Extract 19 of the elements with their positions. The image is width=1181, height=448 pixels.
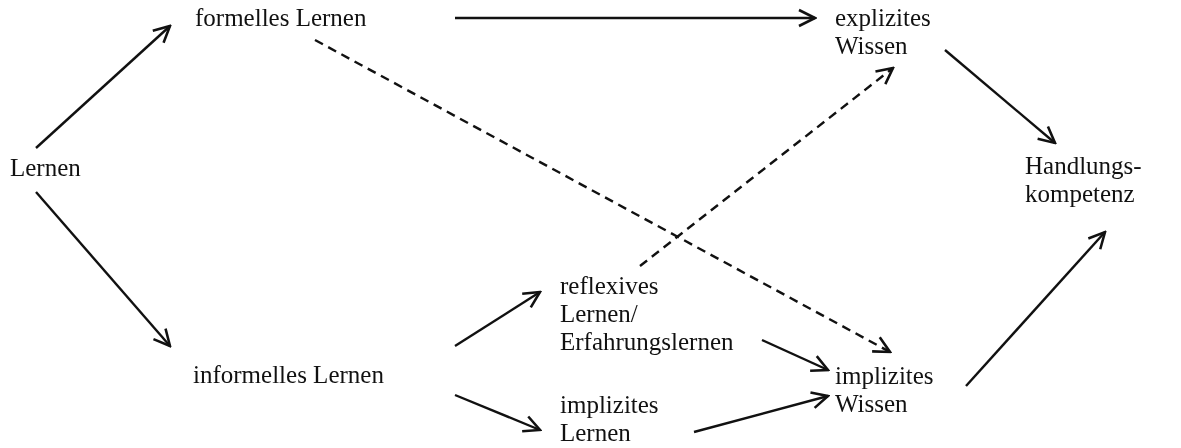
node-label: implizites Wissen (835, 362, 934, 418)
arrow (454, 393, 542, 433)
node-label: explizites Wissen (835, 4, 931, 60)
node-label: Lernen (10, 154, 81, 182)
arrow (454, 290, 542, 347)
arrow (455, 8, 817, 28)
node-label: implizites Lernen (560, 391, 659, 447)
dashed-arrow (639, 66, 895, 267)
arrow (944, 49, 1057, 145)
arrow (35, 24, 172, 149)
arrow (693, 391, 830, 434)
node-label: reflexives Lernen/ Erfahrungslernen (560, 272, 734, 356)
arrow (965, 230, 1107, 387)
dashed-arrow (314, 38, 892, 354)
node-label: informelles Lernen (193, 361, 384, 389)
node-label: formelles Lernen (195, 4, 367, 32)
arrow (35, 191, 172, 348)
node-label: Handlungs- kompetenz (1025, 152, 1142, 208)
arrow (761, 338, 830, 372)
